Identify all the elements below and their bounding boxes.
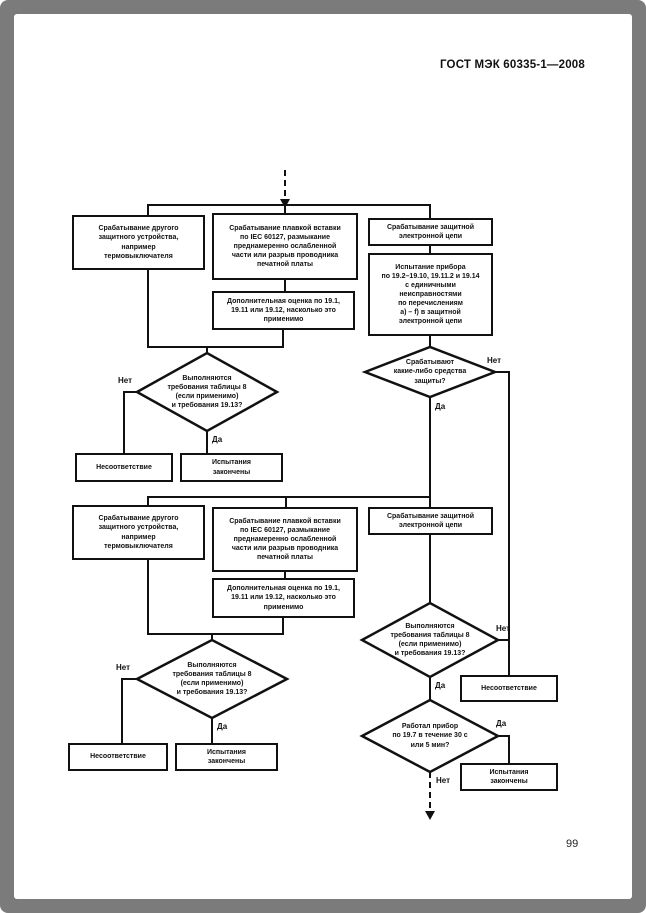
box-nonconformity-1: Несоответствие (75, 453, 173, 482)
label-yes-decision4: Да (435, 681, 446, 690)
box-other-protective-device-1-label: Срабатывание другого защитного устройств… (98, 225, 179, 260)
decision3-table8-shape (134, 638, 290, 720)
decision5-yes-line (498, 735, 510, 763)
exit-arrowhead-icon (425, 811, 435, 820)
document-header: ГОСТ МЭК 60335-1—2008 (439, 59, 585, 71)
box-tests-finished-3: Испытания закончены (460, 763, 558, 791)
box-appliance-test: Испытание прибора по 19.2–19.10, 19.11.2… (368, 253, 493, 336)
box-fuse-link-1-label: Срабатывание плавкой вставки по IEC 6012… (229, 224, 341, 269)
decision4-table8-shape (359, 601, 501, 679)
decision2-protection-shape (361, 345, 499, 399)
decision3-no-line (121, 678, 137, 743)
decision1-table8-shape (134, 351, 280, 433)
label-no-decision4: Нет (496, 624, 511, 633)
label-no-decision3: Нет (115, 663, 130, 672)
box-appliance-test-label: Испытание прибора по 19.2–19.10, 19.11.2… (381, 263, 480, 326)
box-fuse-link-2: Срабатывание плавкой вставки по IEC 6012… (212, 507, 358, 572)
box-additional-eval-2-label: Дополнительная оценка по 19.1, 19.11 или… (227, 585, 340, 611)
box-other-protective-device-2-label: Срабатывание другого защитного устройств… (98, 515, 179, 550)
box-tests-finished-3-label: Испытания закончены (489, 768, 529, 785)
box-tests-finished-2: Испытания закончены (175, 743, 278, 771)
box-nonconformity-2: Несоответствие (68, 743, 168, 771)
branch2-line (147, 496, 430, 507)
merge2-line (147, 560, 284, 635)
label-yes-decision2: Да (435, 402, 446, 411)
merge1-line (147, 270, 284, 348)
box-electronic-circuit-2: Срабатывание защитной электронной цепи (368, 507, 493, 535)
box-other-protective-device-1: Срабатывание другого защитного устройств… (72, 215, 205, 270)
box-additional-eval-2: Дополнительная оценка по 19.1, 19.11 или… (212, 578, 355, 618)
label-no-decision1: Нет (117, 376, 132, 385)
box-additional-eval-1: Дополнительная оценка по 19.1, 19.11 или… (212, 291, 355, 330)
box-tests-finished-1-label: Испытания закончены (211, 459, 252, 476)
box-nonconformity-3-label: Несоответствие (481, 684, 537, 692)
branch1-line (147, 204, 431, 218)
label-yes-decision5: Да (496, 719, 507, 728)
box-fuse-link-2-label: Срабатывание плавкой вставки по IEC 6012… (229, 517, 341, 562)
decision1-no-line (123, 391, 137, 453)
box-nonconformity-3: Несоответствие (460, 675, 558, 702)
box-fuse-link-1: Срабатывание плавкой вставки по IEC 6012… (212, 213, 358, 280)
page-number: 99 (566, 838, 579, 850)
label-yes-decision1: Да (212, 435, 223, 444)
label-yes-decision3: Да (217, 722, 228, 731)
label-no-decision5: Нет (436, 776, 451, 785)
box-electronic-circuit-1: Срабатывание защитной электронной цепи (368, 218, 493, 246)
decision2-no-rail (495, 371, 510, 675)
box-electronic-circuit-1-label: Срабатывание защитной электронной цепи (386, 223, 475, 240)
box-tests-finished-1: Испытания закончены (180, 453, 283, 482)
box-electronic-circuit-2-label: Срабатывание защитной электронной цепи (386, 512, 475, 529)
decision5-operated-shape (359, 698, 501, 774)
box-tests-finished-2-label: Испытания закончены (206, 748, 247, 765)
label-no-decision2: Нет (487, 356, 502, 365)
box-nonconformity-1-label: Несоответствие (96, 463, 152, 471)
box-nonconformity-2-label: Несоответствие (90, 753, 146, 761)
box-additional-eval-1-label: Дополнительная оценка по 19.1, 19.11 или… (227, 297, 340, 324)
entry-arrowhead-icon (280, 199, 290, 208)
box-other-protective-device-2: Срабатывание другого защитного устройств… (72, 505, 205, 560)
